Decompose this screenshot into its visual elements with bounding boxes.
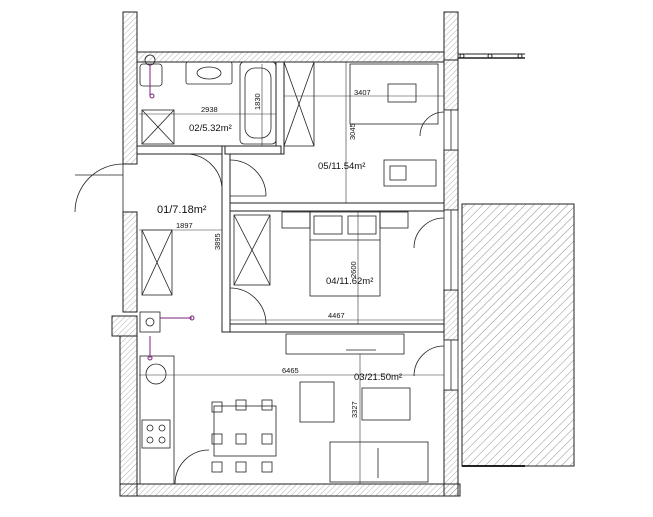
windows-right bbox=[443, 109, 459, 391]
bedroom-04-furniture bbox=[281, 211, 409, 297]
room-label-01: 01/7.18m² bbox=[157, 204, 207, 216]
room-label-04: 04/11.62m² bbox=[326, 276, 373, 287]
interior-walls bbox=[136, 61, 445, 333]
dimension-label: 4467 bbox=[328, 311, 345, 320]
dimension-label: 3407 bbox=[354, 88, 371, 97]
dimension-label: 3045 bbox=[348, 123, 357, 140]
living-room-furniture bbox=[211, 333, 429, 483]
terrace bbox=[461, 203, 575, 467]
doors bbox=[74, 111, 445, 485]
dimension-label: 3895 bbox=[213, 233, 222, 250]
room-label-03: 03/21.50m² bbox=[354, 372, 402, 383]
bathroom-fixtures bbox=[139, 54, 277, 145]
dimension-label: 2938 bbox=[201, 105, 218, 114]
bedroom-05-furniture bbox=[349, 63, 439, 187]
kitchen-counter bbox=[139, 311, 175, 485]
exterior-walls bbox=[111, 11, 461, 497]
electrical-markers bbox=[147, 64, 195, 361]
dimension-lines bbox=[139, 62, 444, 484]
balcony-rail bbox=[458, 53, 525, 59]
dimension-label: 2600 bbox=[349, 261, 358, 278]
dimension-label: 3327 bbox=[350, 401, 359, 418]
room-label-05: 05/11.54m² bbox=[318, 161, 365, 172]
room-label-02: 02/5.32m² bbox=[189, 123, 232, 134]
dimension-label: 6465 bbox=[282, 366, 299, 375]
dimension-label: 1830 bbox=[253, 93, 262, 110]
dimension-label: 1897 bbox=[176, 221, 193, 230]
wardrobes bbox=[141, 61, 315, 296]
